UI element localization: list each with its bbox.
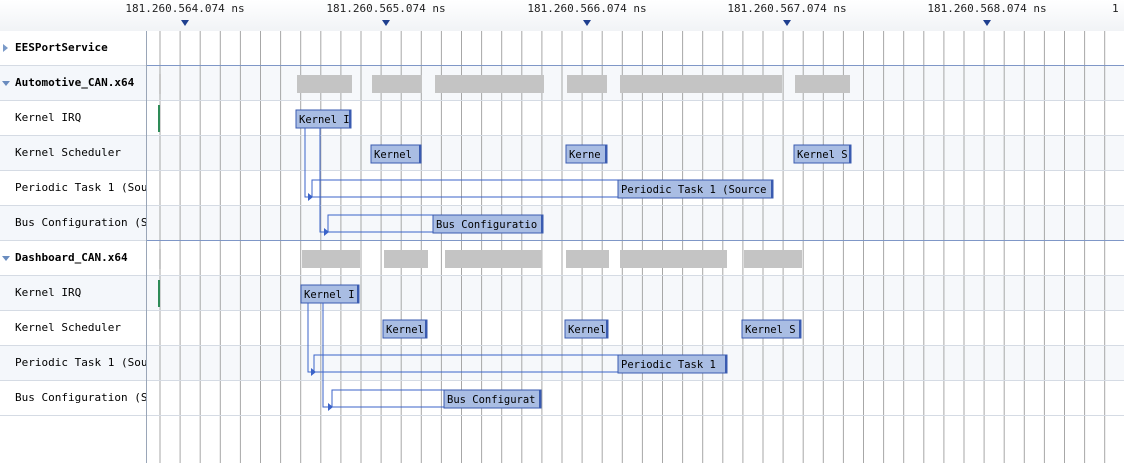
summary-bar[interactable] — [372, 75, 422, 93]
summary-bar[interactable] — [567, 75, 607, 93]
summary-bar[interactable] — [744, 250, 802, 268]
ruler-tick-marker — [181, 20, 189, 26]
tree-group-row[interactable]: Dashboard_CAN.x64 — [0, 241, 147, 276]
ruler-tick-marker — [983, 20, 991, 26]
ruler-tick-marker — [382, 20, 390, 26]
summary-bar[interactable] — [795, 75, 850, 93]
timeline-row-bg — [147, 206, 1124, 241]
task-active-frame — [311, 179, 619, 198]
task-run-label: Kerne — [569, 149, 601, 161]
task-run-end-marker — [725, 355, 727, 373]
task-run-label: Kernel — [568, 324, 606, 336]
summary-bar[interactable] — [297, 75, 352, 93]
task-run-label: Kernel — [386, 324, 424, 336]
task-run-end-marker — [425, 320, 427, 338]
tree-row-label: Automotive_CAN.x64 — [15, 76, 135, 89]
task-run-end-marker — [541, 215, 543, 233]
ruler-tick-label-partial: 1 — [1112, 2, 1119, 15]
task-run-end-marker — [849, 145, 851, 163]
tree-group-row[interactable]: EESPortService — [0, 31, 147, 66]
time-ruler[interactable]: 181.260.564.074 ns 181.260.565.074 ns 181.… — [0, 0, 1124, 31]
tree-row-label: Periodic Task 1 (Sou — [15, 181, 147, 194]
tree-task-row[interactable]: Bus Configuration (S — [0, 206, 147, 241]
tree-row-label: Dashboard_CAN.x64 — [15, 251, 128, 264]
tree-task-row[interactable]: Bus Configuration (S — [0, 381, 147, 416]
collapse-triangle-icon[interactable] — [3, 44, 8, 52]
summary-bar[interactable] — [445, 250, 542, 268]
timeline-row-bg — [147, 276, 1124, 311]
task-run-label: Bus Configuratio — [436, 219, 537, 231]
tree-row-label: Kernel Scheduler — [15, 321, 121, 334]
activation-link — [304, 128, 309, 198]
task-run-end-marker — [357, 285, 359, 303]
task-run-end-marker — [419, 145, 421, 163]
activation-link — [307, 303, 312, 373]
task-run-label: Kernel I — [299, 114, 350, 126]
activation-link-arrow-icon — [311, 368, 316, 376]
tree-row-label: EESPortService — [15, 41, 108, 54]
task-run-end-marker — [771, 180, 773, 198]
summary-bar[interactable] — [620, 75, 782, 93]
activation-link-arrow-icon — [328, 403, 333, 411]
task-run-end-marker — [799, 320, 801, 338]
task-run-end-marker — [349, 110, 351, 128]
task-run-label: Periodic Task 1 (Source — [621, 184, 766, 196]
expand-triangle-icon[interactable] — [2, 81, 10, 86]
task-run-end-marker — [539, 390, 541, 408]
activation-link — [322, 303, 329, 408]
irq-marker — [158, 105, 160, 132]
activation-link-arrow-icon — [308, 193, 313, 201]
tree-task-row[interactable]: Kernel IRQ — [0, 101, 147, 136]
pane-splitter[interactable] — [146, 31, 147, 463]
task-run-end-marker — [605, 145, 607, 163]
ruler-tick-label: 181.260.568.074 ns — [927, 2, 1047, 15]
summary-bar[interactable] — [566, 250, 609, 268]
summary-stub — [159, 74, 161, 94]
task-active-frame — [331, 389, 445, 408]
tree-task-row[interactable]: Kernel Scheduler — [0, 136, 147, 171]
task-run-label: Bus Configurat — [447, 394, 536, 406]
tree-row-label: Bus Configuration (S — [15, 391, 147, 404]
tree-group-row[interactable]: Automotive_CAN.x64 — [0, 66, 147, 101]
tree-row-label: Kernel IRQ — [15, 111, 82, 124]
task-run-label: Kernel S — [745, 324, 796, 336]
tree-row-label: Periodic Task 1 (Sou — [15, 356, 147, 369]
task-run-end-marker — [606, 320, 608, 338]
task-run-label: Kernel — [374, 149, 412, 161]
irq-marker — [158, 280, 160, 307]
tree-task-row[interactable]: Periodic Task 1 (Sou — [0, 346, 147, 381]
summary-bar[interactable] — [302, 250, 360, 268]
tree-row-label: Kernel Scheduler — [15, 146, 121, 159]
ruler-tick-marker — [583, 20, 591, 26]
tree-task-row[interactable]: Periodic Task 1 (Sou — [0, 171, 147, 206]
task-run-label: Kernel I — [304, 289, 355, 301]
timeline-row-bg — [147, 136, 1124, 171]
tree-task-row[interactable]: Kernel Scheduler — [0, 311, 147, 346]
tree-row-label: Bus Configuration (S — [15, 216, 147, 229]
ruler-tick-label: 181.260.566.074 ns — [527, 2, 647, 15]
ruler-tick-label: 181.260.567.074 ns — [727, 2, 847, 15]
tree-row-label: Kernel IRQ — [15, 286, 82, 299]
activation-link-arrow-icon — [324, 228, 329, 236]
task-run-label: Periodic Task 1 — [621, 359, 716, 371]
summary-bar[interactable] — [435, 75, 544, 93]
activation-link — [319, 128, 325, 233]
expand-triangle-icon[interactable] — [2, 256, 10, 261]
summary-bar[interactable] — [620, 250, 727, 268]
summary-stub — [159, 249, 161, 269]
ruler-tick-label: 181.260.564.074 ns — [125, 2, 245, 15]
ruler-tick-marker — [783, 20, 791, 26]
summary-bar[interactable] — [384, 250, 428, 268]
tree-task-row[interactable]: Kernel IRQ — [0, 276, 147, 311]
ruler-tick-label: 181.260.565.074 ns — [326, 2, 446, 15]
task-run-label: Kernel S — [797, 149, 848, 161]
